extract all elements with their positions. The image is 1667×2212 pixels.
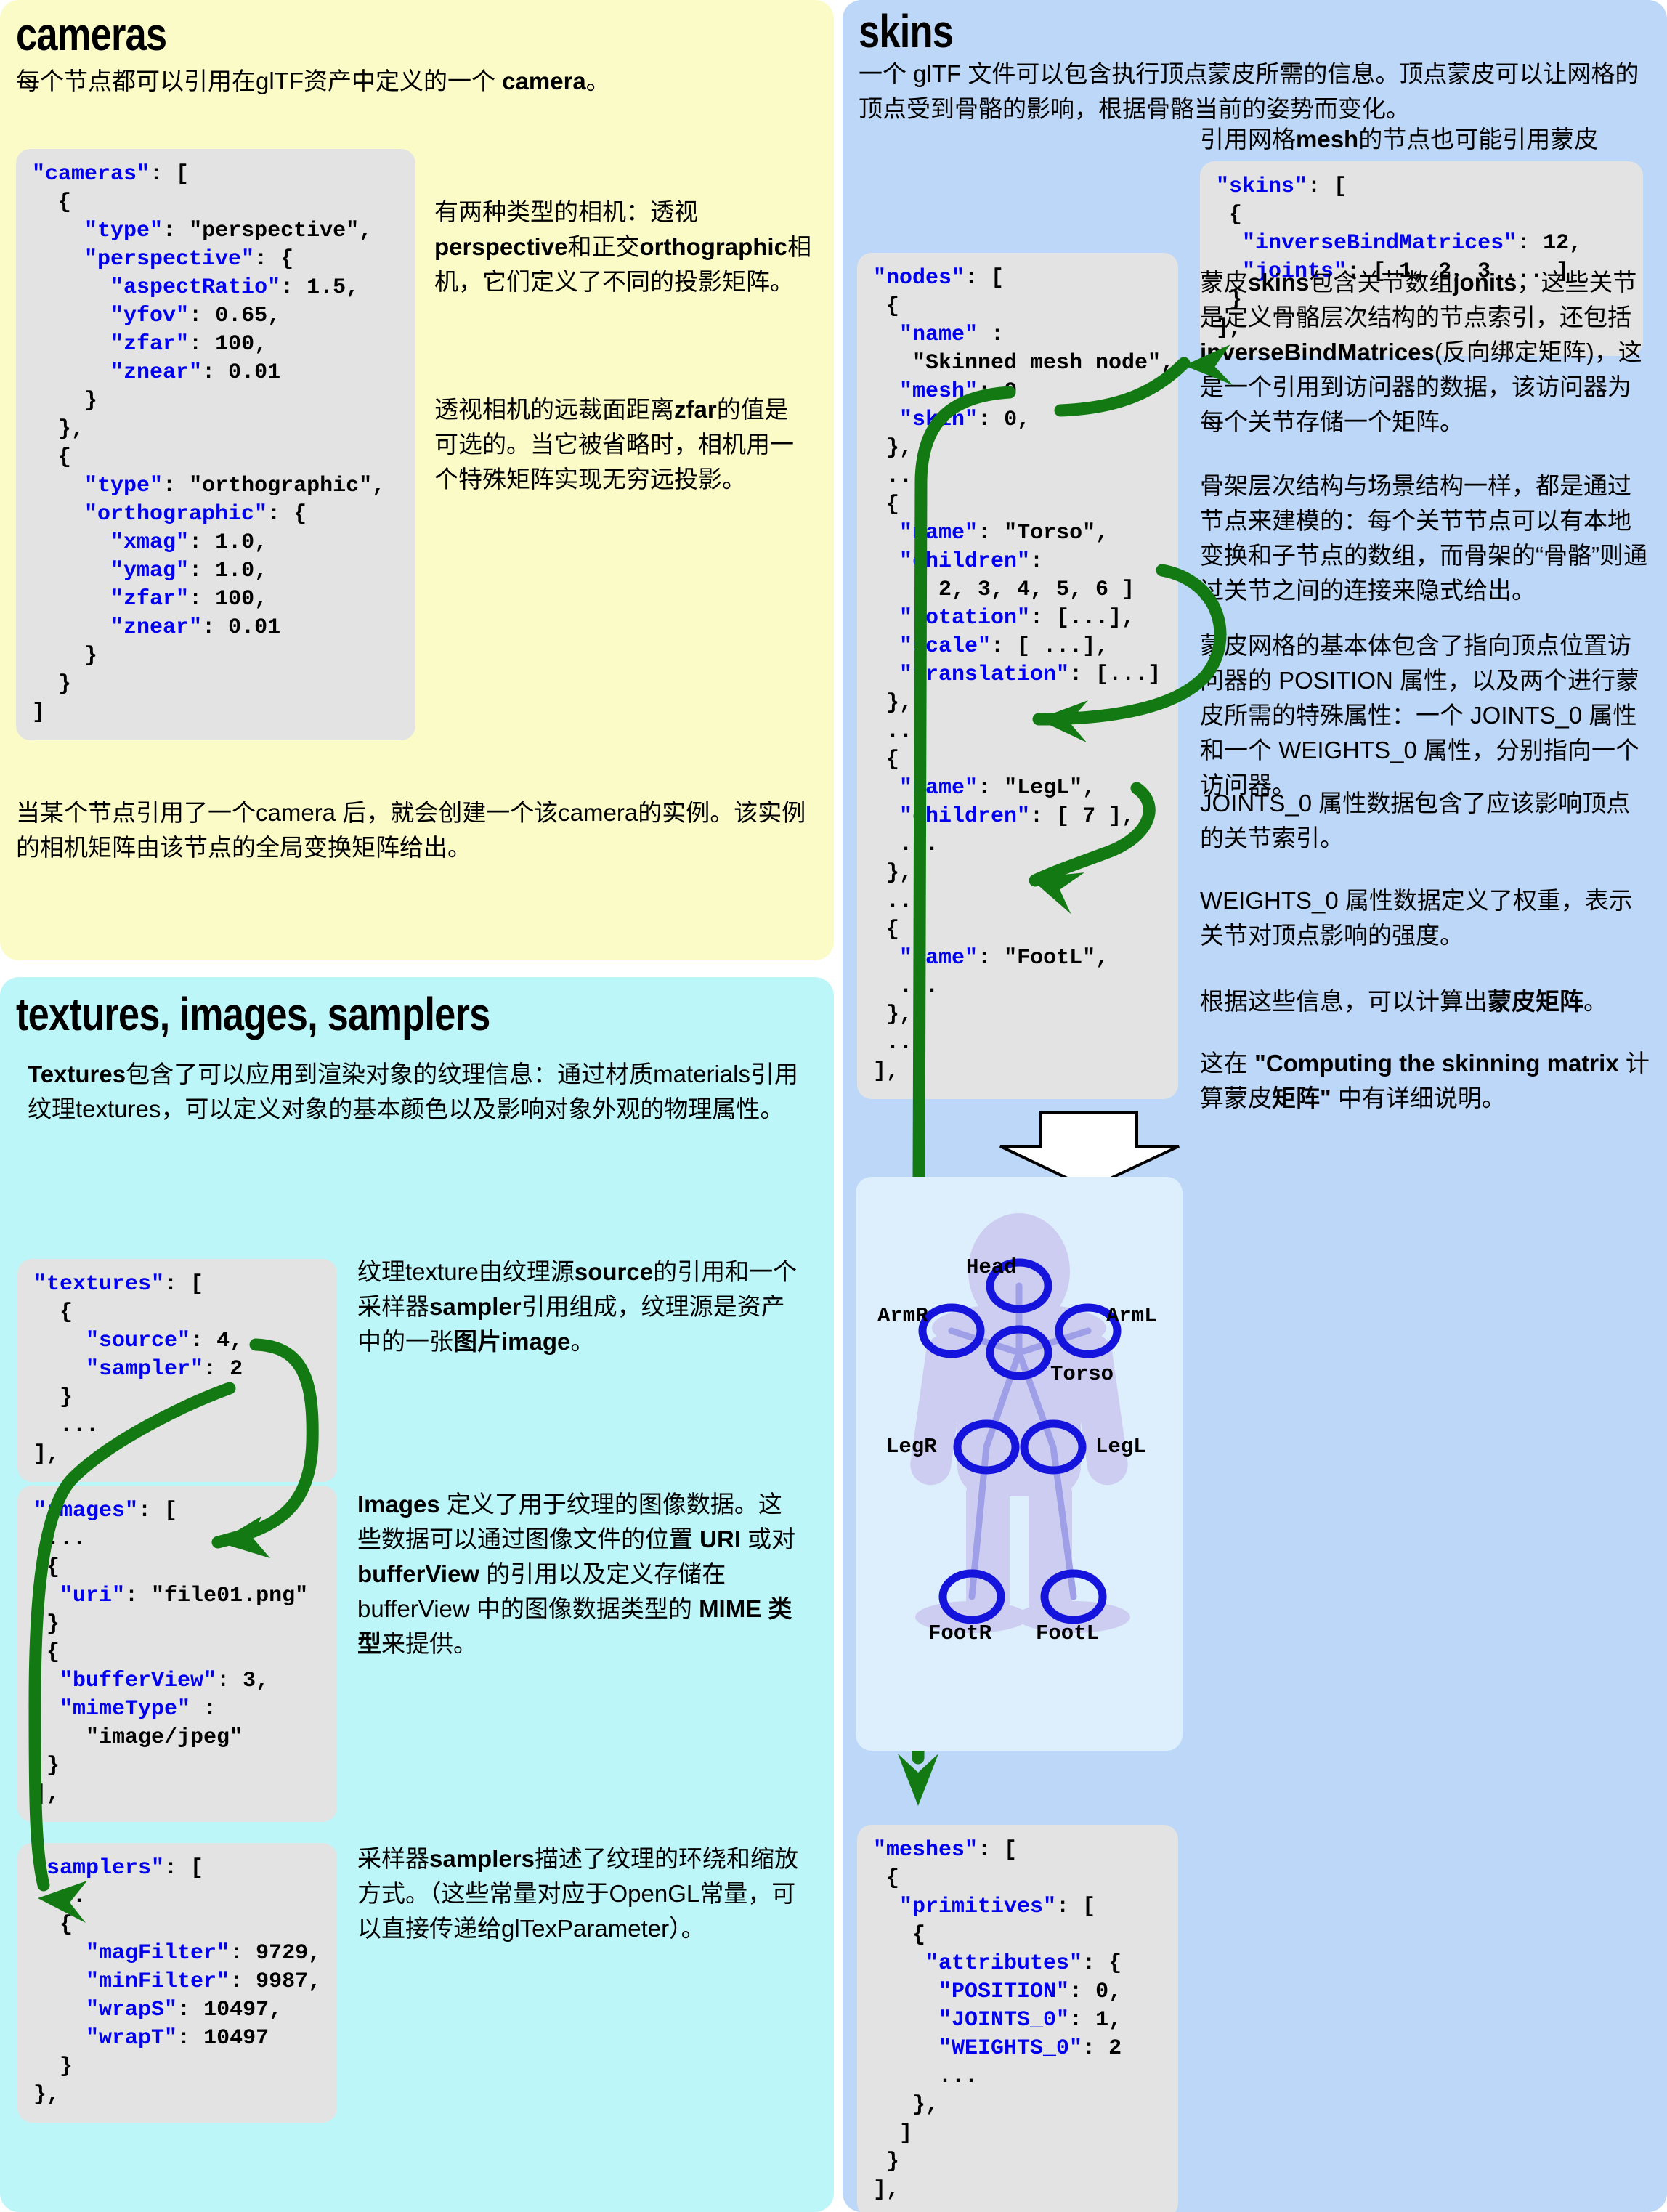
joint-label-legr: LegR [886,1435,937,1459]
joint-label-torso: Torso [1050,1362,1114,1386]
down-arrow-icon [999,1111,1180,1191]
samplers-code-block: "samplers": [ ... { "magFilter": 9729, "… [17,1843,337,2123]
skins-panel: skins 一个 glTF 文件可以包含执行顶点蒙皮所需的信息。顶点蒙皮可以让网… [843,0,1667,2212]
textures-note-source-sampler: 纹理texture由纹理源source的引用和一个采样器sampler引用组成，… [357,1258,798,1355]
joint-label-head: Head [966,1255,1017,1279]
meshes-code-block: "meshes": [ { "primitives": [ { "attribu… [857,1825,1178,2212]
joint-label-armr: ArmR [877,1304,928,1328]
images-code-block: "images": [ ... { "uri": "file01.png" } … [17,1486,337,1822]
skins-intro-text: 一个 glTF 文件可以包含执行顶点蒙皮所需的信息。顶点蒙皮可以让网格的顶点受到… [859,60,1639,122]
skeleton-svg [910,1213,1130,1633]
images-note-text: Images 定义了用于纹理的图像数据。这些数据可以通过图像文件的位置 URI … [357,1491,796,1657]
cameras-code-block: "cameras": [ { "type": "perspective", "p… [16,149,415,740]
skins-note-hierarchy: 骨架层次结构与场景结构一样，都是通过节点来建模的：每个关节节点可以有本地变换和子… [1200,472,1647,604]
skins-note-primitive: 蒙皮网格的基本体包含了指向顶点位置访问器的 POSITION 属性，以及两个进行… [1200,632,1640,798]
skins-code-block: "skins": [ { "inverseBindMatrices": 12, … [1200,161,1643,356]
figure-silhouette [910,1213,1130,1633]
skins-note-reference: 这在 "Computing the skinning matrix 计算蒙皮矩阵… [1200,1050,1650,1111]
samplers-note-text: 采样器samplers描述了纹理的环绕和缩放方式。（这些常量对应于OpenGL常… [357,1845,798,1942]
cameras-footer-text: 当某个节点引用了一个camera 后，就会创建一个该camera的实例。该实例的… [16,799,806,861]
joint-label-arml: ArmL [1106,1304,1157,1328]
textures-section-title: textures, images, samplers [16,988,490,1040]
joint-label-footr: FootR [928,1621,992,1645]
skins-note-joints: 蒙皮skins包含关节数组jonits，这些关节是定义骨骼层次结构的节点索引，还… [1200,269,1642,435]
joint-label-footl: FootL [1036,1621,1100,1645]
cameras-intro-text: 每个节点都可以引用在glTF资产中定义的一个 camera。 [16,68,610,94]
textures-panel: textures, images, samplers Textures包含了可以… [0,977,834,2212]
skins-note-compute: 根据这些信息，可以计算出蒙皮矩阵。 [1200,988,1607,1015]
skins-section-title: skins [859,5,954,57]
cameras-note-zfar: 透视相机的远裁面距离zfar的值是可选的。当它被省略时，相机用一个特殊矩阵实现无… [434,396,794,493]
meshes-arrowhead [898,1754,938,1806]
skins-note-joints0: JOINTS_0 属性数据包含了应该影响顶点的关节索引。 [1200,790,1631,851]
joint-label-legl: LegL [1095,1435,1146,1459]
cameras-note-types: 有两种类型的相机：透视perspective和正交orthographic相机，… [434,198,811,295]
nodes-code-block: "nodes": [ { "name" : "Skinned mesh node… [857,253,1178,1099]
cameras-section-title: cameras [16,8,167,60]
cameras-panel: cameras 每个节点都可以引用在glTF资产中定义的一个 camera。 "… [0,0,834,960]
figure-joint-rings [918,1258,1122,1624]
textures-code-block: "textures": [ { "source": 4, "sampler": … [17,1259,337,1482]
textures-intro-text: Textures包含了可以应用到渲染对象的纹理信息：通过材质materials引… [28,1061,798,1122]
skins-note-weights0: WEIGHTS_0 属性数据定义了权重，表示关节对顶点影响的强度。 [1200,887,1633,949]
